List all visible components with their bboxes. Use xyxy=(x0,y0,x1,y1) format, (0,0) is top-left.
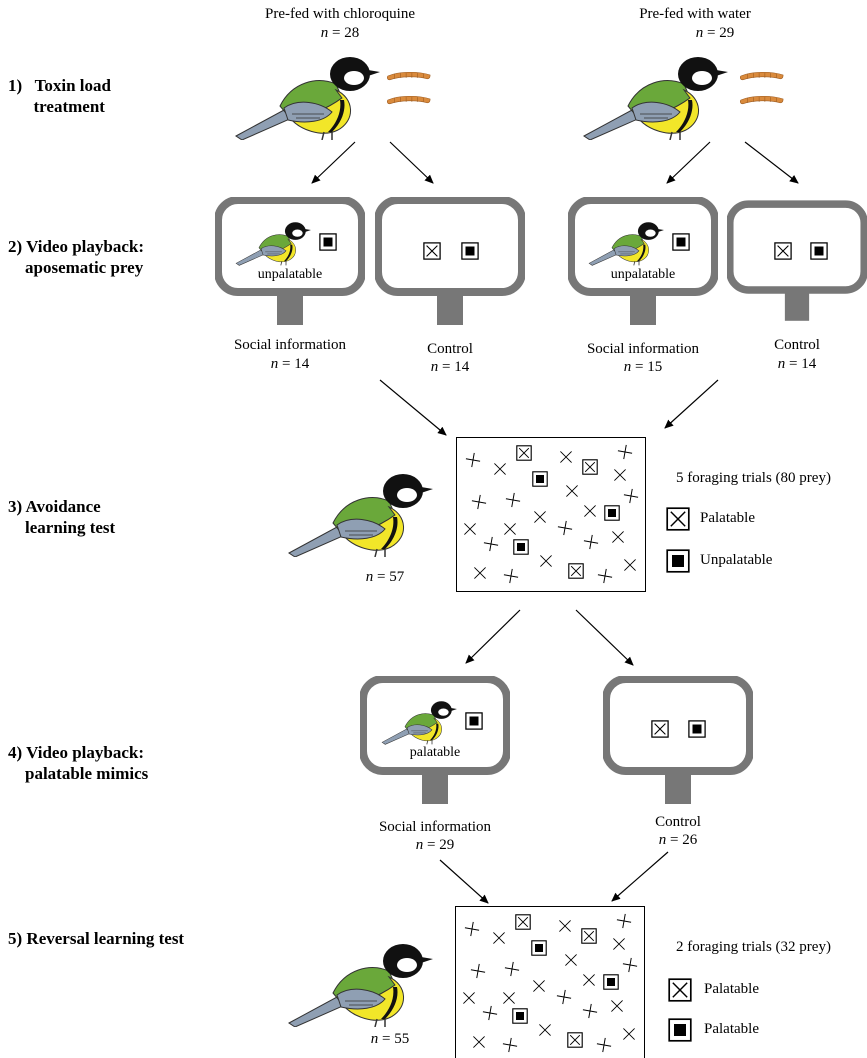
trials-text-1: 5 foraging trials (80 prey) xyxy=(676,470,831,486)
cross-prey-icon xyxy=(651,720,669,738)
cross-prey-icon xyxy=(423,242,441,260)
tv-screen-control xyxy=(603,676,753,806)
n-symbol: n xyxy=(658,832,667,848)
bird-test2-icon xyxy=(285,937,435,1027)
prey-boxfill xyxy=(603,974,619,990)
legend-label-1b: Unpalatable xyxy=(700,552,773,568)
n-symbol: n xyxy=(430,359,439,375)
n-control-2: n = 14 xyxy=(727,355,867,374)
n-control-1: n = 14 xyxy=(375,358,525,377)
prey-boxcross xyxy=(582,459,598,475)
arrow xyxy=(664,379,719,429)
n-value: = 29 xyxy=(707,25,735,41)
n-value: = 26 xyxy=(670,832,698,848)
n-social-3: n = 29 xyxy=(360,836,510,855)
treatment-chloroquine-label: Pre-fed with chloroquine xyxy=(265,6,415,22)
arrow xyxy=(389,141,434,184)
caption-social-1: Social information xyxy=(233,337,347,353)
caption-social-2: Social information xyxy=(586,341,700,357)
n-value: = 14 xyxy=(789,356,817,372)
arrow xyxy=(575,609,634,666)
prey-boxfill xyxy=(532,471,548,487)
step-3-label: 3) Avoidance learning test xyxy=(8,497,116,537)
cross-prey-icon xyxy=(668,978,692,1002)
n-value: = 14 xyxy=(282,356,310,372)
prey-boxcross xyxy=(515,914,531,930)
step-4-label: 4) Video playback: palatable mimics xyxy=(8,743,149,783)
n-test2: n = 55 xyxy=(350,1030,430,1049)
n-symbol: n xyxy=(370,1031,379,1047)
prey-boxfill xyxy=(513,539,529,555)
filled-square-prey-icon xyxy=(319,233,337,251)
foraging-arena-1 xyxy=(456,437,646,592)
filled-square-prey-icon xyxy=(810,242,828,260)
n-value: = 28 xyxy=(332,25,360,41)
foraging-arena-2 xyxy=(455,906,645,1058)
legend-label-2b: Palatable xyxy=(704,1021,759,1037)
n-control-3: n = 26 xyxy=(603,831,753,850)
n-symbol: n xyxy=(320,25,329,41)
prey-boxcross xyxy=(568,563,584,579)
screen-text: unpalatable xyxy=(257,267,323,282)
prey-boxcross xyxy=(567,1032,583,1048)
n-value: = 29 xyxy=(427,837,455,853)
cross-prey-icon xyxy=(666,507,690,531)
caption-social-3: Social information xyxy=(378,819,492,835)
tv-screen-control xyxy=(375,197,525,327)
treatment-water-label: Pre-fed with water xyxy=(639,6,751,22)
prey-boxcross xyxy=(581,928,597,944)
filled-square-prey-icon xyxy=(668,1018,692,1042)
filled-square-prey-icon xyxy=(672,233,690,251)
cross-prey-icon xyxy=(774,242,792,260)
n-value: = 55 xyxy=(382,1031,410,1047)
n-symbol: n xyxy=(365,569,374,585)
arrow xyxy=(311,141,356,184)
arrow xyxy=(744,141,799,184)
step-2-label: 2) Video playback: aposematic prey xyxy=(8,237,145,277)
screen-text: palatable xyxy=(409,745,461,760)
step-1-label: 1) Toxin load treatment xyxy=(8,76,111,116)
tv-screen-control xyxy=(727,197,867,327)
trials-text-2: 2 foraging trials (32 prey) xyxy=(676,939,831,955)
n-social-2: n = 15 xyxy=(568,358,718,377)
n-value: = 15 xyxy=(635,359,663,375)
treatment-chloroquine-n: n = 28 xyxy=(240,24,440,43)
arrow xyxy=(439,859,489,904)
n-symbol: n xyxy=(270,356,279,372)
legend-label-1a: Palatable xyxy=(700,510,755,526)
bird-icon xyxy=(380,697,458,745)
arrow xyxy=(611,851,669,902)
prey-boxfill xyxy=(531,940,547,956)
n-symbol: n xyxy=(777,356,786,372)
n-symbol: n xyxy=(623,359,632,375)
arrow xyxy=(465,609,521,664)
n-symbol: n xyxy=(415,837,424,853)
filled-square-prey-icon xyxy=(666,549,690,573)
bird-test1-icon xyxy=(285,467,435,557)
filled-square-prey-icon xyxy=(465,712,483,730)
legend-label-2a: Palatable xyxy=(704,981,759,997)
prey-boxfill xyxy=(512,1008,528,1024)
screen-text: unpalatable xyxy=(610,267,676,282)
filled-square-prey-icon xyxy=(461,242,479,260)
n-value: = 14 xyxy=(442,359,470,375)
prey-boxcross xyxy=(516,445,532,461)
n-test1: n = 57 xyxy=(340,568,430,587)
arrow xyxy=(379,379,447,436)
n-social-1: n = 14 xyxy=(215,355,365,374)
arrow xyxy=(666,141,711,184)
caption-control-1: Control xyxy=(427,341,473,357)
caption-control-2: Control xyxy=(774,337,820,353)
filled-square-prey-icon xyxy=(688,720,706,738)
step-5-label: 5) Reversal learning test xyxy=(8,929,185,948)
treatment-water-n: n = 29 xyxy=(630,24,800,43)
n-value: = 57 xyxy=(377,569,405,585)
bird-icon xyxy=(587,218,665,266)
bird-icon xyxy=(234,218,312,266)
prey-boxfill xyxy=(604,505,620,521)
n-symbol: n xyxy=(695,25,704,41)
caption-control-3: Control xyxy=(655,814,701,830)
